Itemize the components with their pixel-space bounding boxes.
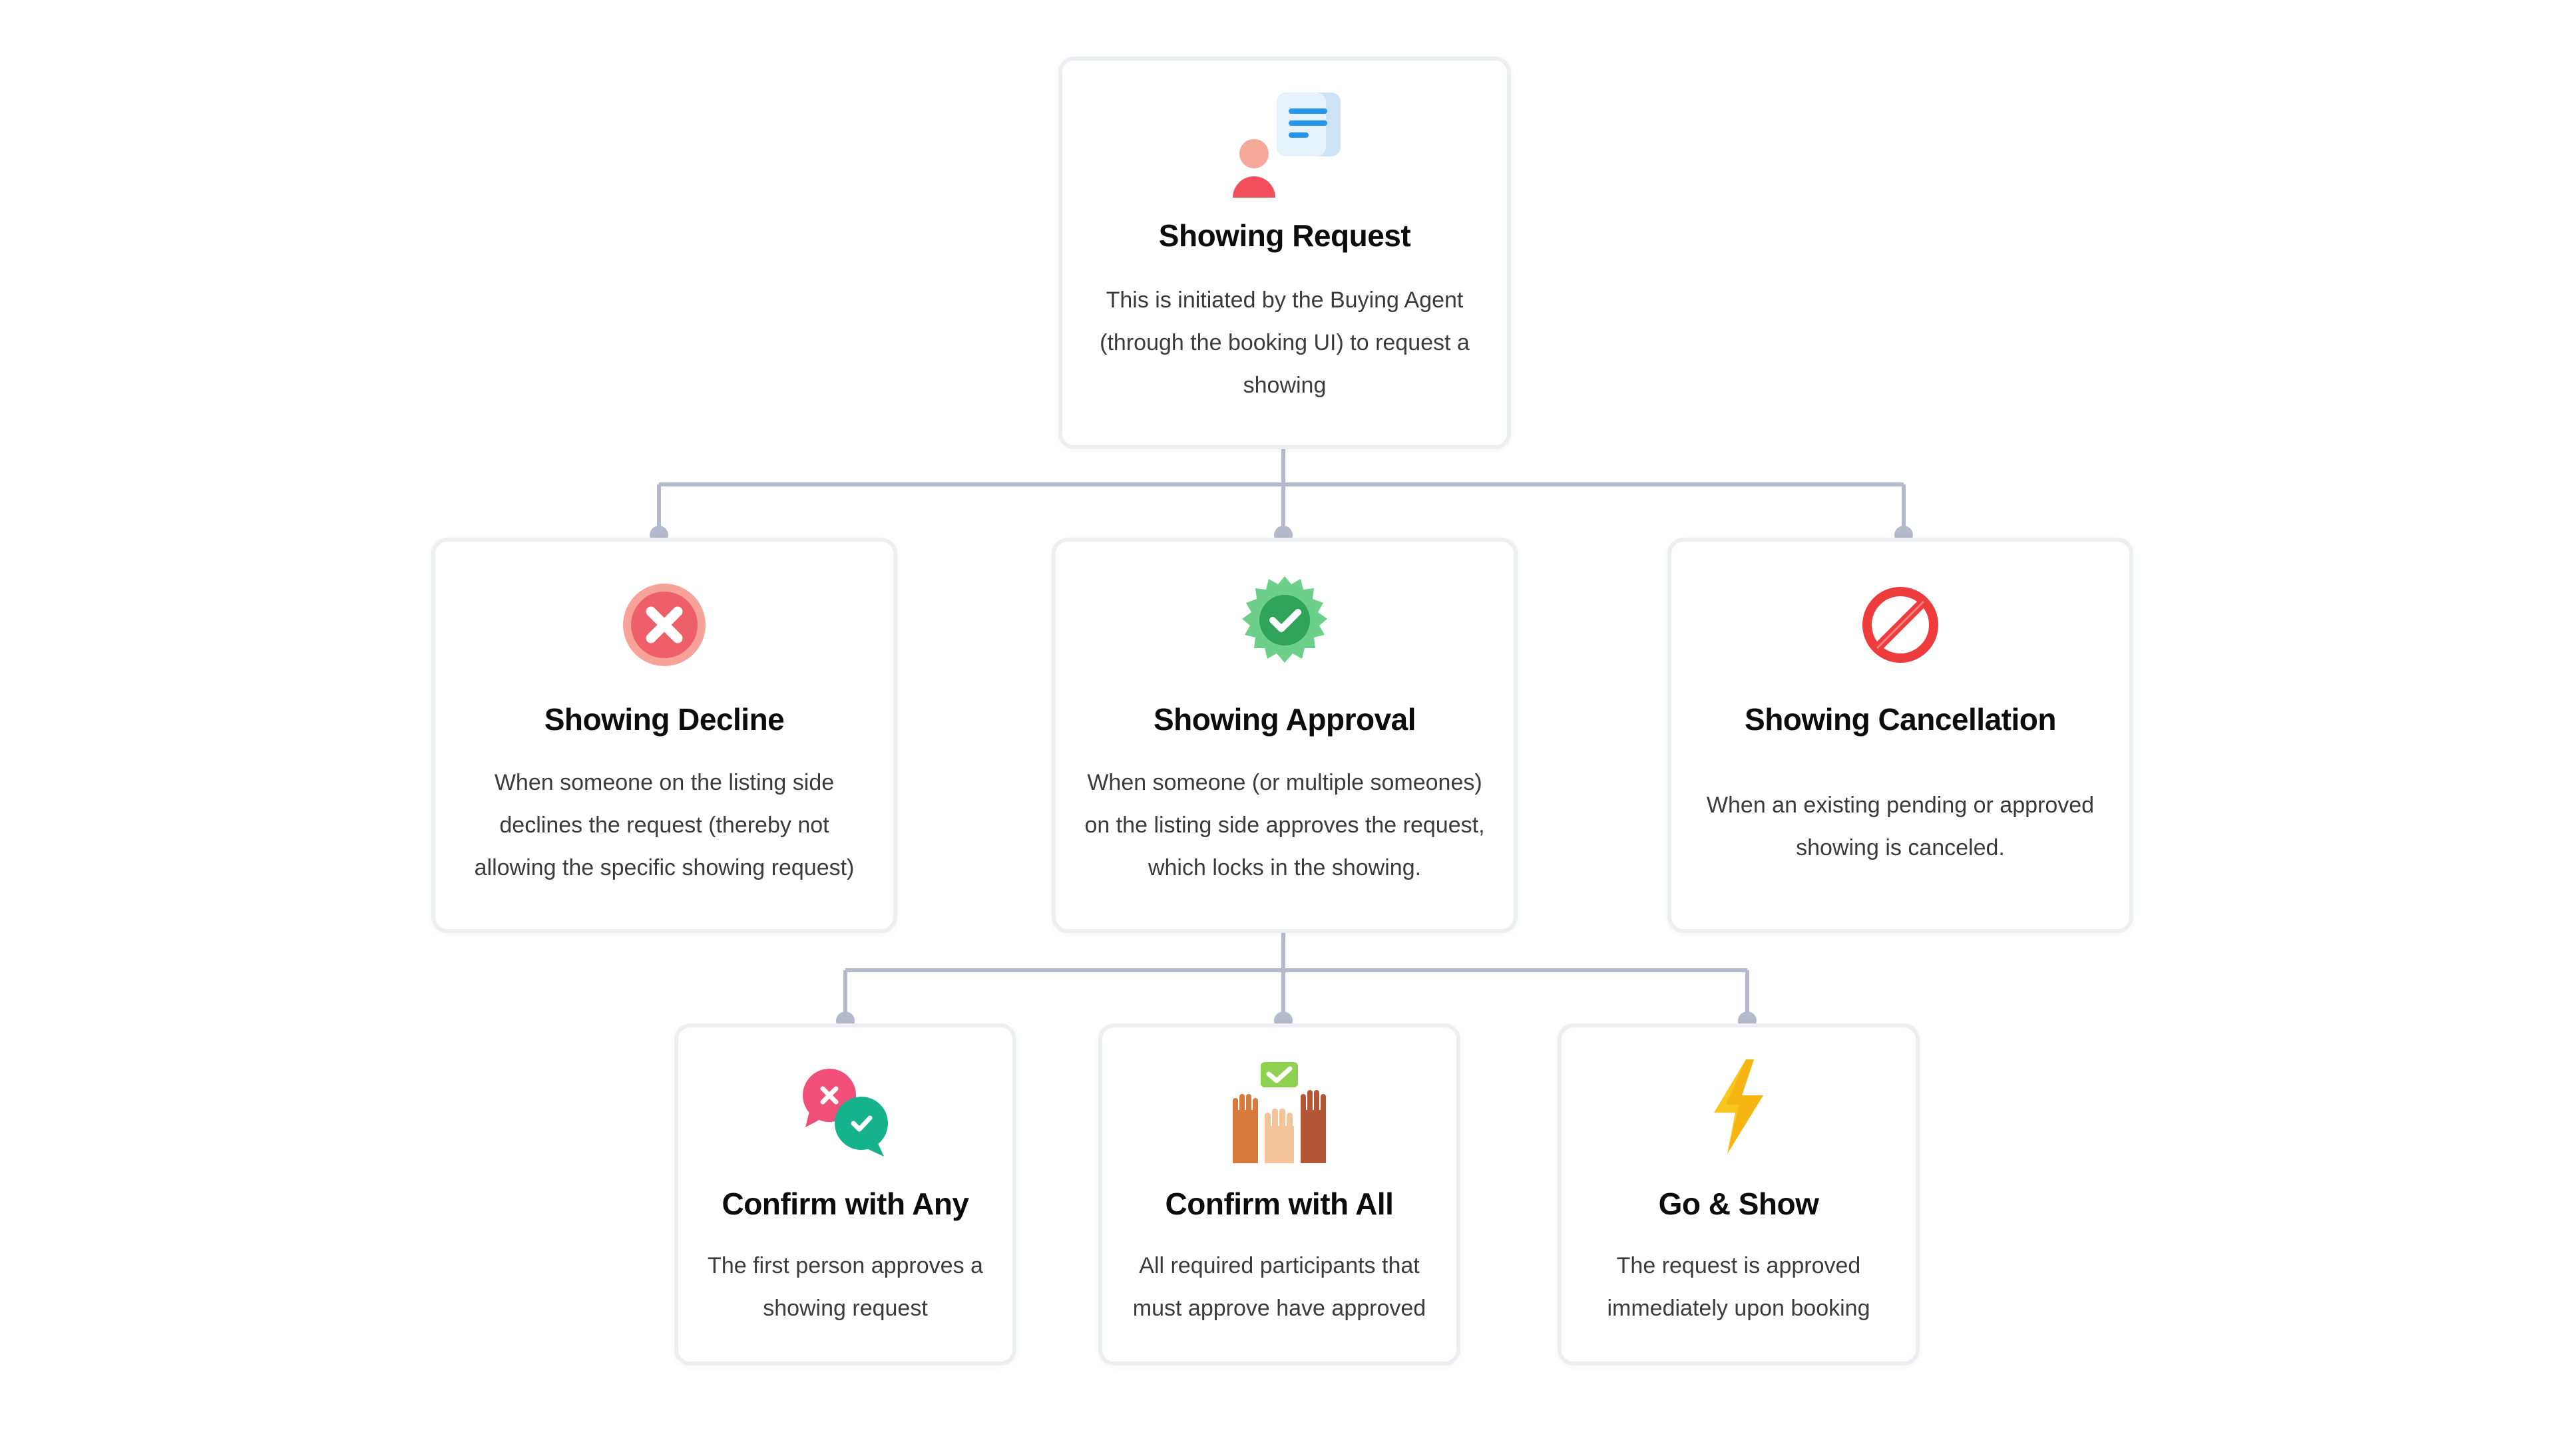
card-showing-approval: Showing Approval When someone (or multip… (1052, 538, 1518, 933)
card-confirm-with-all: Confirm with All All required participan… (1098, 1023, 1460, 1365)
chat-request-person-icon (1225, 87, 1345, 207)
card-description: The first person approves a showing requ… (708, 1253, 983, 1321)
card-description: When someone on the listing side decline… (474, 770, 855, 880)
card-title: Confirm with Any (722, 1186, 969, 1221)
card-title: Showing Cancellation (1745, 702, 2056, 737)
card-showing-decline: Showing Decline When someone on the list… (431, 538, 897, 933)
approval-check-badge-icon (1238, 575, 1331, 668)
card-title: Confirm with All (1165, 1186, 1394, 1221)
decline-x-badge-icon (621, 582, 708, 668)
card-confirm-with-any: Confirm with Any The first person approv… (674, 1023, 1016, 1365)
card-title: Showing Approval (1153, 702, 1416, 737)
card-description: The request is approved immediately upon… (1607, 1253, 1870, 1321)
chat-bubbles-icon (792, 1058, 899, 1165)
raised-hands-icon (1226, 1057, 1333, 1170)
card-showing-request: Showing Request This is initiated by the… (1058, 57, 1511, 449)
lightning-bolt-icon (1702, 1057, 1775, 1157)
card-title: Showing Decline (544, 702, 785, 737)
card-showing-cancellation: Showing Cancellation When an existing pe… (1667, 538, 2133, 933)
card-description: When someone (or multiple someones) on t… (1084, 770, 1485, 880)
card-description: This is initiated by the Buying Agent (t… (1100, 287, 1470, 398)
card-go-and-show: Go & Show The request is approved immedi… (1558, 1023, 1920, 1365)
cancel-prohibited-icon (1857, 582, 1944, 668)
card-title: Go & Show (1658, 1186, 1819, 1221)
card-description: All required participants that must appr… (1132, 1253, 1426, 1321)
card-description: When an existing pending or approved sho… (1706, 793, 2095, 860)
card-title: Showing Request (1158, 218, 1411, 253)
